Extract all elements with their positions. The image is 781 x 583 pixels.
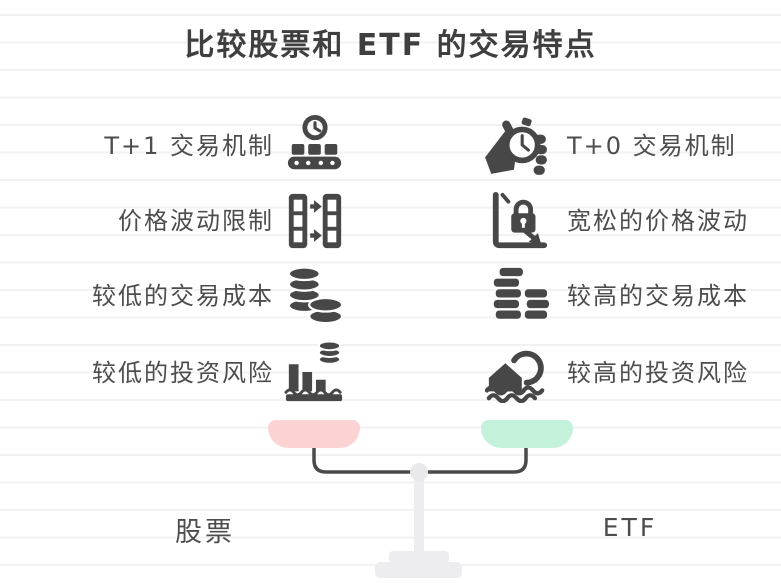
scale-base-upper [389,551,449,563]
column-transfer-icon [284,190,346,252]
etf-feature-4-label: 较高的投资风险 [567,359,749,387]
stock-scale-pan [268,420,360,448]
etf-feature-3-label: 较高的交易成本 [567,282,749,310]
stock-feature-4-label: 较低的投资风险 [92,359,274,387]
house-flood-wave-icon [485,341,547,403]
stock-footer-label: 股票 [175,517,235,548]
stock-feature-1-label: T+1 交易机制 [104,132,274,160]
etf-feature-2-label: 宽松的价格波动 [567,207,749,235]
scale-base-lower [375,562,462,578]
etf-feature-1-label: T+0 交易机制 [567,132,737,160]
page-title: 比较股票和 ETF 的交易特点 [184,28,597,63]
coin-stacks-icon [284,265,346,327]
etf-scale-pan [481,420,573,448]
stock-feature-2-label: 价格波动限制 [118,207,274,235]
scale-pivot [410,463,428,481]
clock-conveyor-icon [284,114,346,176]
scale-post [414,471,424,557]
lock-decline-chart-icon [488,190,550,252]
declining-bars-coins-icon [284,341,346,403]
stock-feature-3-label: 较低的交易成本 [92,282,274,310]
etf-footer-label: ETF [602,513,658,542]
flat-coin-stacks-icon [488,265,550,327]
hand-stopwatch-icon [482,114,550,180]
